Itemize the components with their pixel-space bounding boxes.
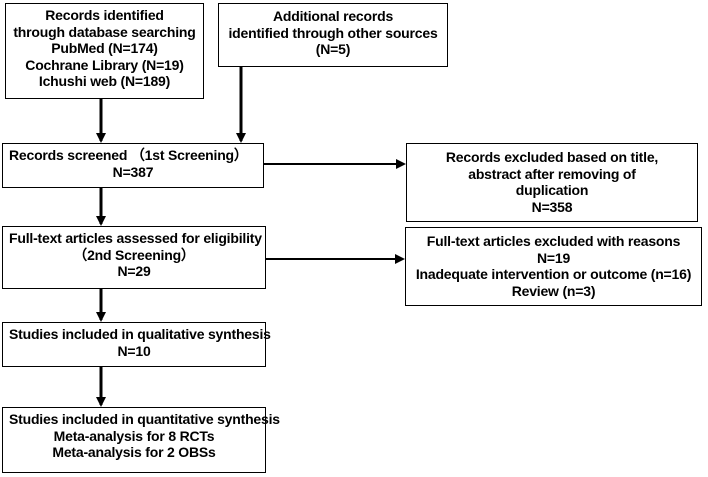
records-excluded-line-3: duplication bbox=[515, 182, 589, 198]
database-search-cochrane: Cochrane Library (N=19) bbox=[25, 56, 184, 73]
database-search-box: Records identified through database sear… bbox=[5, 3, 204, 99]
other-sources-box: Additional records identified through ot… bbox=[218, 3, 448, 67]
eligibility-label: Full-text articles assessed for eligibil… bbox=[9, 230, 262, 246]
records-excluded-line-2: abstract after removing of bbox=[468, 165, 636, 182]
other-sources-count: (N=5) bbox=[315, 41, 351, 57]
fulltext-excluded-reason-2: Review (n=3) bbox=[511, 282, 596, 299]
records-excluded-box: Records excluded based on title, abstrac… bbox=[406, 143, 698, 222]
fulltext-excluded-box: Full-text articles excluded with reasons… bbox=[405, 227, 702, 306]
records-screened-box: Records screened （1st Screening） N=387 bbox=[2, 143, 264, 188]
records-excluded-line-1: Records excluded based on title, bbox=[445, 149, 659, 165]
quantitative-synthesis-label: Studies included in quantitative synthes… bbox=[9, 411, 280, 427]
fulltext-excluded-label: Full-text articles excluded with reasons bbox=[426, 233, 681, 249]
quantitative-obs-line: Meta-analysis for 2 OBSs bbox=[52, 444, 216, 460]
other-sources-line-1: Additional records bbox=[272, 8, 394, 24]
qualitative-synthesis-count: N=10 bbox=[117, 342, 151, 359]
database-search-line-2: through database searching bbox=[13, 23, 196, 40]
fulltext-excluded-reason-1: Inadequate intervention or outcome (n=16… bbox=[415, 266, 692, 282]
quantitative-rct-line: Meta-analysis for 8 RCTs bbox=[53, 427, 215, 444]
quantitative-synthesis-box: Studies included in quantitative synthes… bbox=[2, 407, 280, 473]
records-excluded-count: N=358 bbox=[531, 198, 573, 215]
database-search-ichushi: Ichushi web (N=189) bbox=[38, 73, 171, 89]
database-search-pubmed: PubMed (N=174) bbox=[51, 40, 158, 56]
qualitative-synthesis-box: Studies included in qualitative synthesi… bbox=[2, 322, 271, 367]
records-screened-label: Records screened （1st Screening） bbox=[9, 147, 248, 163]
database-search-line-1: Records identified bbox=[45, 7, 164, 23]
fulltext-excluded-count: N=19 bbox=[536, 249, 571, 266]
eligibility-count: N=29 bbox=[117, 263, 151, 279]
eligibility-box: Full-text articles assessed for eligibil… bbox=[2, 226, 266, 289]
other-sources-line-2: identified through other sources bbox=[228, 24, 438, 41]
qualitative-synthesis-label: Studies included in qualitative synthesi… bbox=[9, 326, 271, 342]
records-screened-count: N=387 bbox=[112, 163, 154, 180]
eligibility-stage: （2nd Screening） bbox=[73, 246, 195, 263]
